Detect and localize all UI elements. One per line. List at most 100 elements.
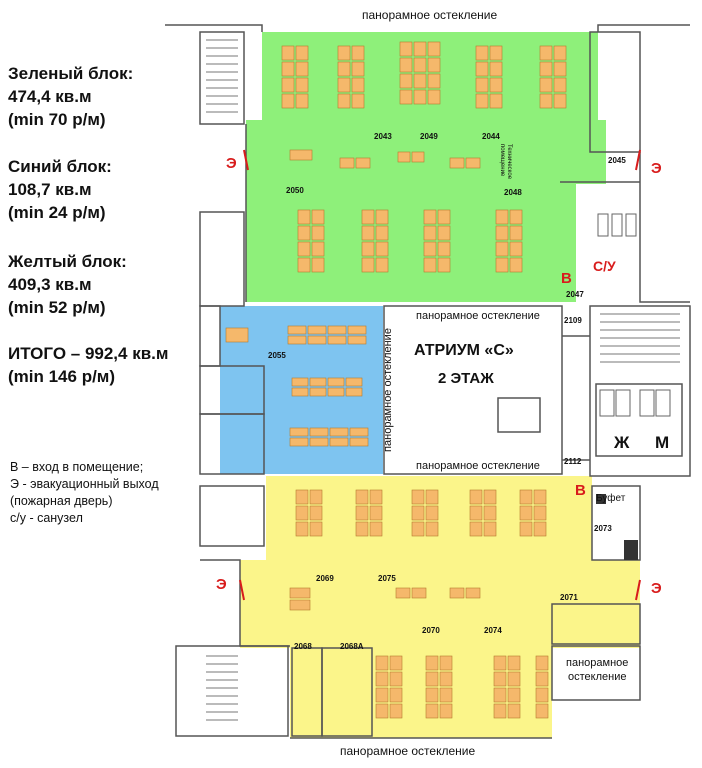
- legend-total-min: (min 146 р/м): [8, 367, 116, 386]
- desk: [309, 521, 323, 537]
- desk: [351, 45, 365, 61]
- desk: [427, 89, 441, 105]
- desk: [309, 387, 327, 397]
- room-2045: 2045: [608, 156, 626, 165]
- room-2068: 2068: [294, 642, 312, 651]
- desk: [483, 489, 497, 505]
- desk: [289, 149, 313, 161]
- desk: [413, 41, 427, 57]
- desk: [533, 489, 547, 505]
- desk: [337, 61, 351, 77]
- desk: [349, 437, 369, 447]
- desk: [425, 671, 439, 687]
- desk: [311, 241, 325, 257]
- legend-blue-title: Синий блок:: [8, 157, 112, 176]
- desk: [311, 257, 325, 273]
- desk: [309, 489, 323, 505]
- desk: [439, 687, 453, 703]
- desk: [425, 505, 439, 521]
- room-2049: 2049: [420, 132, 438, 141]
- desk: [465, 157, 481, 169]
- legend-green-area: 474,4 кв.м: [8, 87, 92, 106]
- desk: [483, 505, 497, 521]
- buffet-label: Буфет: [596, 493, 626, 504]
- desk: [493, 687, 507, 703]
- legend-green-title: Зеленый блок:: [8, 64, 134, 83]
- desk: [375, 257, 389, 273]
- desk: [397, 151, 411, 163]
- desk: [539, 61, 553, 77]
- exit-marker-2: Э: [651, 160, 662, 177]
- desk: [465, 587, 481, 599]
- entry-marker-green: В: [561, 270, 572, 287]
- desk: [375, 655, 389, 671]
- desk: [519, 505, 533, 521]
- desk: [339, 157, 355, 169]
- desk: [327, 335, 347, 345]
- desk: [439, 655, 453, 671]
- exit-marker-3: Э: [216, 576, 227, 593]
- desk: [297, 209, 311, 225]
- desk: [287, 325, 307, 335]
- desk: [411, 489, 425, 505]
- exit-marker-4: Э: [651, 580, 662, 597]
- room-2055: 2055: [268, 351, 286, 360]
- desk: [295, 521, 309, 537]
- desk: [449, 587, 465, 599]
- desk: [519, 521, 533, 537]
- desk: [413, 73, 427, 89]
- desk: [375, 671, 389, 687]
- desk: [399, 73, 413, 89]
- panorama-bottom-label: панорамное остекление: [340, 744, 476, 758]
- desk: [475, 45, 489, 61]
- legend-blue-area: 108,7 кв.м: [8, 180, 92, 199]
- desk: [427, 57, 441, 73]
- desk: [295, 77, 309, 93]
- desk: [439, 671, 453, 687]
- desk: [347, 325, 367, 335]
- desk: [375, 241, 389, 257]
- desk: [489, 45, 503, 61]
- desk: [507, 671, 521, 687]
- desk: [535, 655, 549, 671]
- atrium-floor: 2 ЭТАЖ: [438, 370, 494, 387]
- desk: [287, 335, 307, 345]
- desk: [495, 241, 509, 257]
- room-2073: 2073: [594, 524, 612, 533]
- desk: [475, 61, 489, 77]
- desk: [375, 225, 389, 241]
- desk: [489, 93, 503, 109]
- desk: [311, 225, 325, 241]
- desk: [437, 257, 451, 273]
- desk: [533, 505, 547, 521]
- desk: [509, 257, 523, 273]
- desk: [295, 61, 309, 77]
- desk: [411, 587, 427, 599]
- desk: [425, 703, 439, 719]
- atrium-title: АТРИУМ «С»: [414, 342, 514, 359]
- desk: [375, 209, 389, 225]
- desk: [329, 437, 349, 447]
- panorama-right-line1: панорамное: [566, 657, 629, 669]
- panorama-vertical-label: панорамное остекление: [381, 328, 394, 452]
- desk: [337, 77, 351, 93]
- desk: [345, 387, 363, 397]
- desk: [539, 93, 553, 109]
- desk: [507, 703, 521, 719]
- desk: [413, 57, 427, 73]
- desk: [495, 225, 509, 241]
- room-2109: 2109: [564, 316, 582, 325]
- room-2048: 2048: [504, 188, 522, 197]
- desk: [327, 325, 347, 335]
- desk: [369, 489, 383, 505]
- legend-blue-min: (min 24 р/м): [8, 203, 106, 222]
- legend-yellow-area: 409,3 кв.м: [8, 275, 92, 294]
- desk: [355, 157, 371, 169]
- legend-blue: Синий блок: 108,7 кв.м (min 24 р/м): [8, 155, 112, 224]
- room-2050: 2050: [286, 186, 304, 195]
- desk: [361, 257, 375, 273]
- desk: [309, 437, 329, 447]
- desk: [389, 703, 403, 719]
- desk: [553, 45, 567, 61]
